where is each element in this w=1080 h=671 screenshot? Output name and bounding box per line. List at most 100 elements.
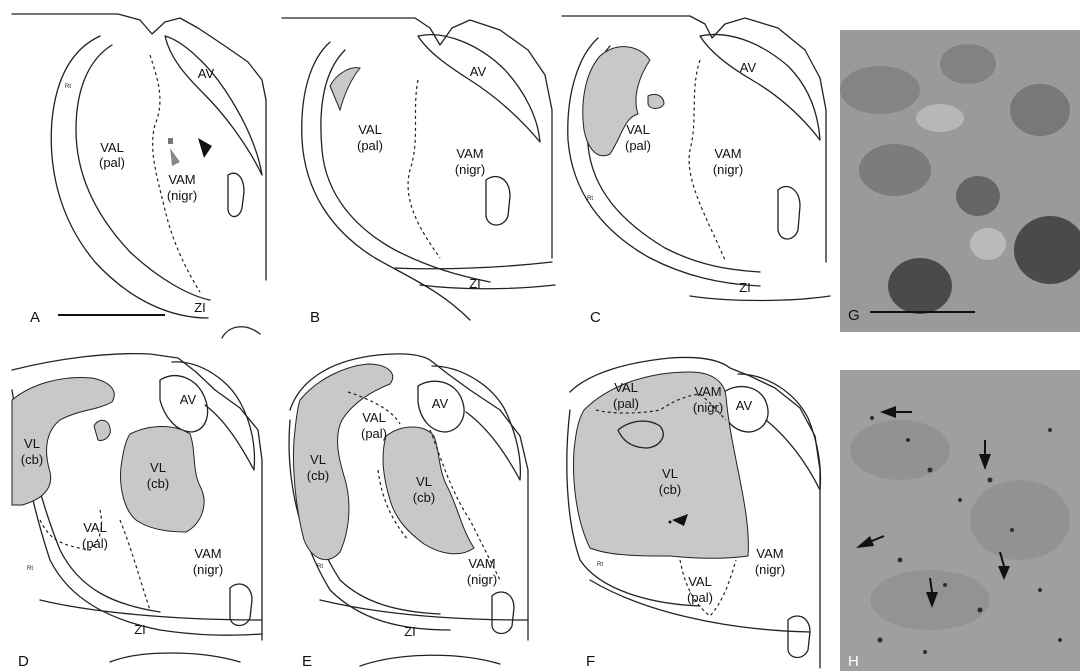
panel-h-puncta xyxy=(1038,588,1042,592)
panel-h-puncta xyxy=(923,650,927,654)
panel-h-puncta xyxy=(928,468,933,473)
panel-e-vl-left-label: VL xyxy=(310,452,326,467)
panel-d-zi-label: ZI xyxy=(134,622,146,637)
panel-e-vam-label: VAM xyxy=(468,556,495,571)
panel-d-vam-label: VAM xyxy=(194,546,221,561)
panel-a: A AV Rt ZI VAL (pal) VAM (nigr) xyxy=(12,14,266,338)
panel-d-rt-label: Rt xyxy=(27,566,33,572)
panel-h-puncta xyxy=(870,416,874,420)
panel-e-vl-left-region xyxy=(293,364,392,560)
panel-b-vam-sub: (nigr) xyxy=(455,162,485,177)
panel-d-av-label: AV xyxy=(180,392,197,407)
panel-a-rt-label: Rt xyxy=(65,84,71,90)
panel-f-letter: F xyxy=(586,653,595,670)
panel-d-vl-left-label: VL xyxy=(24,436,40,451)
panel-g: G xyxy=(840,30,1080,332)
panel-f-vam-sub: (nigr) xyxy=(755,562,785,577)
panel-h-puncta xyxy=(1010,528,1014,532)
panel-c-labeled-patch xyxy=(648,94,664,108)
panel-b-lower-curve xyxy=(420,285,555,289)
panel-g-highlight xyxy=(916,104,964,132)
panel-e-vl-right-sub: (cb) xyxy=(413,490,435,505)
panel-e-vl-left-sub: (cb) xyxy=(307,468,329,483)
panel-b-thalamus-outline xyxy=(302,42,470,320)
panel-b-vam-label: VAM xyxy=(456,146,483,161)
panel-g-letter: G xyxy=(848,307,860,324)
panel-b: B AV ZI VAL (pal) VAM (nigr) xyxy=(282,18,555,326)
panel-e: E AV Rt ZI VL (cb) VL (cb) VAL (pal) VAM… xyxy=(289,354,528,670)
panel-f-vam-label: VAM xyxy=(756,546,783,561)
panel-d-vl-left-sub: (cb) xyxy=(21,452,43,467)
panel-f-vam-top-label: VAM xyxy=(694,384,721,399)
panel-b-zi-label: ZI xyxy=(469,276,481,291)
panel-c-val-sub: (pal) xyxy=(625,138,651,153)
panel-a-val-label: VAL xyxy=(100,140,124,155)
panel-d-vl-right-sub: (cb) xyxy=(147,476,169,491)
panel-e-rt-label: Rt xyxy=(317,564,323,570)
panel-c-letter: C xyxy=(590,309,601,326)
panel-e-ventral-curve xyxy=(360,655,500,666)
panel-b-val-label: VAL xyxy=(358,122,382,137)
panel-b-dorsal-outline xyxy=(282,18,552,258)
panel-b-av-nucleus xyxy=(418,35,540,142)
panel-d: D AV Rt ZI VL (cb) VL (cb) VAL (pal) VAM… xyxy=(12,354,262,670)
panel-f-val-top-label: VAL xyxy=(614,380,638,395)
panel-c-zi-curve xyxy=(690,296,830,301)
panel-a-mtt-structure xyxy=(228,173,244,216)
panel-e-val-label: VAL xyxy=(362,410,386,425)
panel-h-puncta xyxy=(1048,428,1052,432)
panel-e-val-sub: (pal) xyxy=(361,426,387,441)
panel-c-val-label: VAL xyxy=(626,122,650,137)
panel-c-rt-label: Rt xyxy=(587,196,593,202)
panel-c-av-label: AV xyxy=(740,60,757,75)
panel-a-vam-label: VAM xyxy=(168,172,195,187)
panel-a-val-sub: (pal) xyxy=(99,155,125,170)
panel-h-letter: H xyxy=(848,653,859,670)
panel-c-av-nucleus xyxy=(700,34,820,140)
panel-b-val-sub: (pal) xyxy=(357,138,383,153)
panel-a-black-arrowhead xyxy=(198,138,212,158)
panel-h: H xyxy=(840,370,1080,671)
panel-h-puncta xyxy=(1058,638,1062,642)
panel-a-vam-sub: (nigr) xyxy=(167,188,197,203)
panel-a-av-label: AV xyxy=(198,66,215,81)
panel-a-dorsal-outline xyxy=(12,14,266,280)
panel-d-labeled-patch xyxy=(94,420,110,440)
panel-c-zi-label: ZI xyxy=(739,280,751,295)
panel-e-zi-label: ZI xyxy=(404,624,416,639)
panel-d-vam-sub: (nigr) xyxy=(193,562,223,577)
panel-f-vam-top-sub: (nigr) xyxy=(693,400,723,415)
panel-b-mtt-structure xyxy=(486,177,510,225)
panel-f-vl-label: VL xyxy=(662,466,678,481)
panel-a-letter: A xyxy=(30,309,40,326)
panel-c: C AV Rt ZI VAL (pal) VAM (nigr) xyxy=(562,16,830,326)
panel-g-highlight xyxy=(970,228,1006,260)
panel-h-puncta xyxy=(898,558,903,563)
panel-h-puncta xyxy=(878,638,883,643)
panel-f-vl-sub: (cb) xyxy=(659,482,681,497)
panel-f-rt-label: Rt xyxy=(597,562,603,568)
panel-h-puncta xyxy=(958,498,962,502)
panel-c-vam-sub: (nigr) xyxy=(713,162,743,177)
panel-g-cell xyxy=(859,144,931,196)
panel-d-letter: D xyxy=(18,653,29,670)
panel-d-val-label: VAL xyxy=(83,520,107,535)
panel-b-val-vam-border xyxy=(408,80,440,258)
panel-b-av-label: AV xyxy=(470,64,487,79)
panel-f-val-bottom-sub: (pal) xyxy=(687,590,713,605)
panel-f-label-dot xyxy=(669,521,672,524)
panel-e-vam-sub: (nigr) xyxy=(467,572,497,587)
panel-a-gray-arrowhead xyxy=(170,148,180,166)
panel-b-letter: B xyxy=(310,309,320,326)
panel-h-texture xyxy=(850,420,950,480)
panel-c-mtt-structure xyxy=(778,187,800,239)
panel-f: F AV Rt VL (cb) VAL (pal) VAM (nigr) VAL… xyxy=(567,357,821,670)
panel-d-vl-right-label: VL xyxy=(150,460,166,475)
panel-c-vam-label: VAM xyxy=(714,146,741,161)
panel-f-val-bottom-label: VAL xyxy=(688,574,712,589)
panel-h-puncta xyxy=(943,583,947,587)
panel-f-av-label: AV xyxy=(736,398,753,413)
panel-e-av-label: AV xyxy=(432,396,449,411)
panel-h-texture xyxy=(970,480,1070,560)
